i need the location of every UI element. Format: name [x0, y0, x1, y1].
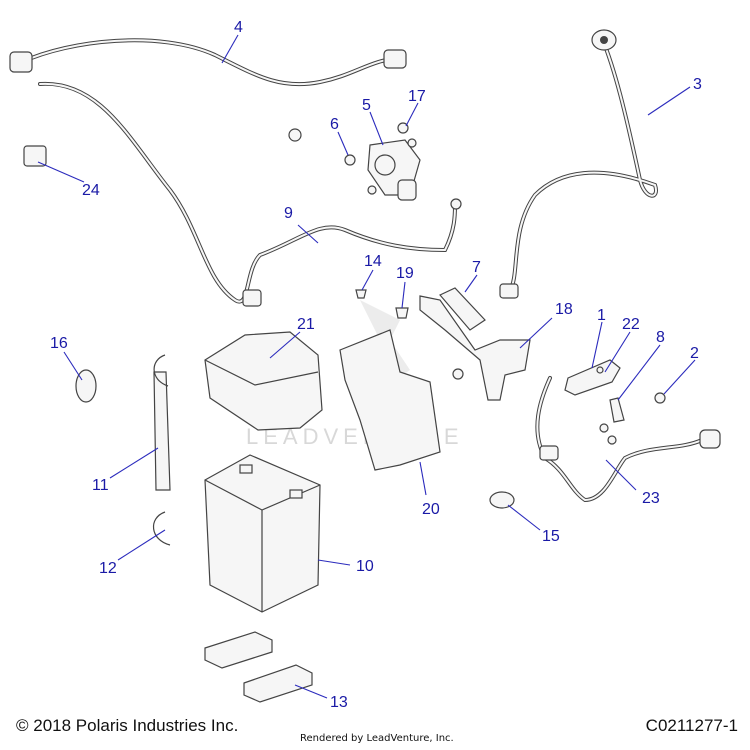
part-20-shield[interactable]	[339, 329, 441, 471]
bolt-near-8[interactable]	[607, 435, 617, 445]
part-22-screw[interactable]	[596, 366, 604, 374]
part-7-sleeve[interactable]	[439, 287, 486, 331]
part-11-strap[interactable]	[153, 371, 171, 491]
callout-8: 8	[656, 329, 665, 346]
callout-23: 23	[642, 490, 660, 507]
copyright-notice: © 2018 Polaris Industries Inc.	[16, 716, 239, 735]
part-8-link[interactable]	[609, 397, 625, 423]
part-1-terminal-block[interactable]	[564, 359, 621, 396]
part-14-screw[interactable]	[355, 289, 367, 299]
part-13-pad-a[interactable]	[204, 631, 273, 669]
part-13-pad-b[interactable]	[243, 664, 313, 703]
callout-11: 11	[92, 477, 109, 494]
part-3-cable[interactable]	[499, 29, 658, 299]
callout-4: 4	[234, 19, 243, 36]
callout-18: 18	[555, 301, 573, 318]
callout-12: 12	[99, 560, 117, 577]
callout-20: 20	[422, 501, 440, 518]
part-6-nut[interactable]	[344, 154, 356, 166]
part-23-harness[interactable]	[535, 376, 721, 503]
callout-2: 2	[690, 345, 699, 362]
callout-3: 3	[693, 76, 702, 93]
part-12-clip[interactable]	[153, 511, 171, 546]
callout-14: 14	[364, 253, 382, 270]
part-24-clip[interactable]	[23, 145, 47, 167]
part-5-relay[interactable]	[367, 139, 421, 201]
part-17-nut[interactable]	[397, 122, 409, 134]
callout-6: 6	[330, 116, 339, 133]
callout-16: 16	[50, 335, 68, 352]
bolt-near-23[interactable]	[599, 423, 609, 433]
part-17-nut-b[interactable]	[407, 138, 417, 148]
bolt-near-6[interactable]	[288, 128, 302, 142]
callout-1: 1	[597, 307, 606, 324]
callout-10: 10	[356, 558, 374, 575]
part-10-battery[interactable]	[204, 454, 321, 613]
callout-22: 22	[622, 316, 640, 333]
callout-5: 5	[362, 97, 371, 114]
callout-17: 17	[408, 88, 426, 105]
part-4-cable[interactable]	[9, 38, 407, 87]
leader-lines	[37, 34, 696, 699]
callout-15: 15	[542, 528, 560, 545]
callout-19: 19	[396, 265, 414, 282]
bolt-near-5[interactable]	[367, 185, 377, 195]
part-15-clamp[interactable]	[489, 491, 515, 509]
callout-7: 7	[472, 259, 481, 276]
callout-labels: 4 3 5 6 17 24 9 14 19 7 18 1 22 8 2 21 1…	[50, 19, 702, 711]
callout-9: 9	[284, 205, 293, 222]
part-9-cable[interactable]	[38, 81, 462, 307]
callout-24: 24	[82, 182, 100, 199]
rendered-by-credit: Rendered by LeadVenture, Inc.	[300, 733, 454, 744]
callout-13: 13	[330, 694, 348, 711]
drawing-number: C0211277-1	[645, 716, 738, 735]
part-21-cover[interactable]	[204, 331, 323, 431]
part-18-bracket[interactable]	[419, 295, 531, 401]
bolt-18[interactable]	[452, 368, 464, 380]
callout-21: 21	[297, 316, 315, 333]
part-2-nut[interactable]	[654, 392, 666, 404]
clip-upper[interactable]	[153, 354, 169, 387]
part-19-screw[interactable]	[395, 307, 409, 319]
